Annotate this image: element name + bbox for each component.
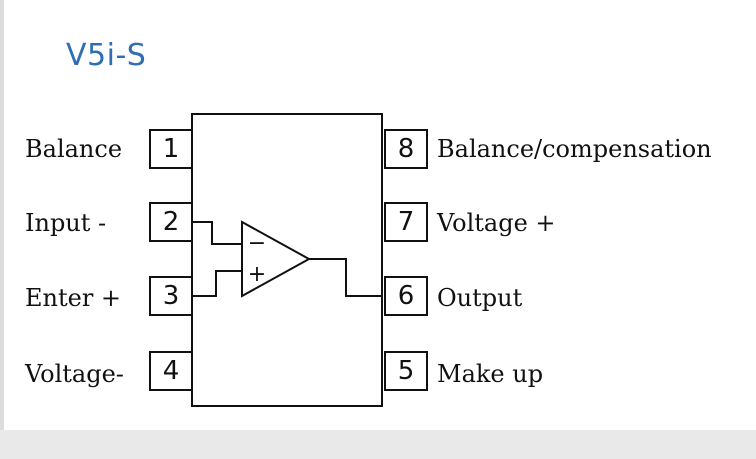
- pin-8-box: 8: [384, 129, 428, 169]
- pin-1-box: 1: [149, 129, 193, 169]
- wire-pin2-to-inverting: [193, 221, 242, 245]
- pin-8-label: Balance/compensation: [437, 135, 712, 163]
- wire-output-to-pin6: [309, 258, 383, 297]
- bottom-bar: [0, 430, 756, 459]
- pin-6-box: 6: [384, 276, 428, 316]
- diagram-title: V5i-S: [66, 38, 147, 73]
- pin-2-box: 2: [149, 202, 193, 242]
- pin-3-label: Enter +: [25, 284, 122, 312]
- pin-7-label: Voltage +: [437, 209, 556, 237]
- inverting-input-symbol: −: [248, 231, 266, 256]
- pin-4-label: Voltage-: [25, 360, 124, 388]
- pin-5-label: Make up: [437, 360, 544, 388]
- pin-2-label: Input -: [25, 209, 107, 237]
- pin-4-box: 4: [149, 351, 193, 391]
- pin-6-label: Output: [437, 284, 523, 312]
- pin-3-box: 3: [149, 276, 193, 316]
- ic-package-body: [191, 113, 383, 407]
- pin-5-box: 5: [384, 351, 428, 391]
- pin-1-label: Balance: [25, 135, 123, 163]
- pin-7-box: 7: [384, 202, 428, 242]
- noninverting-input-symbol: +: [248, 262, 266, 287]
- opamp-triangle: [241, 220, 312, 298]
- wire-pin3-to-noninverting: [193, 270, 242, 297]
